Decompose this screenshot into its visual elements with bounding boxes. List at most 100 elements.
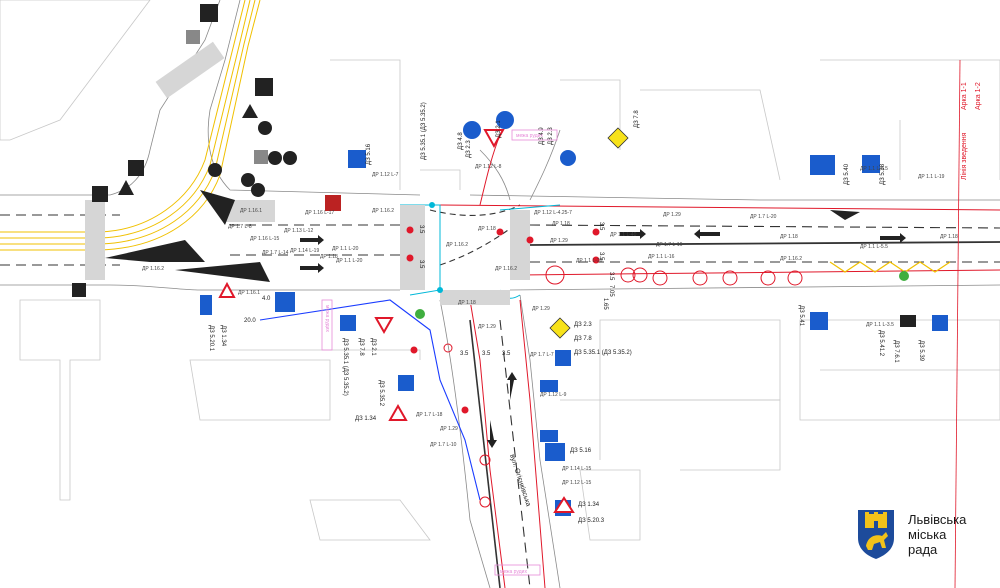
marking-label: ДР 1.1 L-16	[648, 254, 675, 260]
yield-sign	[483, 129, 505, 149]
marking-label: ДР 1.12 L-8	[475, 164, 502, 170]
sign-code: ДЗ 5.35.1 (ДЗ 5.35.2)	[342, 338, 348, 396]
lviv-coat-of-arms-icon	[858, 510, 894, 559]
marking-label: ДР 1.16.2	[446, 242, 468, 248]
sign-code: ДЗ 4.8	[458, 132, 464, 150]
lane-markings	[0, 204, 1000, 588]
direction-sign	[186, 30, 200, 44]
dimension: 3.5	[598, 222, 604, 231]
sign-code: ДЗ 7.8	[358, 338, 364, 356]
marking-label: ДР 1.12 L-9	[540, 392, 567, 398]
lane-direction-sign	[540, 380, 558, 392]
marking-label: ДР 1.16 L-15	[250, 236, 279, 242]
warning-sign	[553, 496, 575, 513]
parking-sign	[932, 315, 948, 331]
marking-label: ДР 1.14 L-15	[562, 466, 591, 472]
logo-line-2: міська	[908, 527, 947, 542]
warning-sign	[242, 104, 258, 118]
marking-label: ДР 1.16.2	[142, 266, 164, 272]
sign-code: ДЗ 1.34	[220, 325, 226, 347]
trees	[443, 265, 803, 508]
direction-sign	[254, 150, 268, 164]
direction-sign	[128, 160, 144, 176]
zebra-crossings	[85, 41, 530, 305]
marking-label: ДР 1.16.1	[240, 208, 262, 214]
marking-label: ДР 1.29	[532, 306, 550, 312]
marking-label: ДР 1.1 L-40	[610, 232, 637, 238]
city-council-logo: Львівська міська рада	[856, 508, 996, 564]
mandatory-direction-sign	[560, 150, 576, 166]
bus-stop-zigzag	[829, 261, 951, 273]
logo-line-1: Львівська	[908, 512, 967, 527]
marking-label: ДР 1.1 L-20	[332, 246, 359, 252]
marking-label: ДР 1.29	[440, 426, 458, 432]
sign-code: ДЗ 7.8	[574, 336, 592, 342]
sign-code: ДЗ 5.38	[880, 163, 886, 185]
lane-direction-sign	[810, 155, 835, 175]
marking-label: ДР 1.18	[478, 226, 496, 232]
sign-code: ДЗ 2.1	[496, 120, 502, 138]
arka-1-2-label: Арка 1-2	[975, 82, 982, 110]
marking-label: ДР 1.7 L-18	[416, 412, 443, 418]
sign-code: ДЗ 7.6.1	[893, 340, 899, 363]
dimension: 3.5	[502, 351, 511, 357]
marking-label: ДР 1.16.2	[780, 256, 802, 262]
marking-label: ДР 1.16 L-17	[305, 210, 334, 216]
crosswalk-sign	[92, 186, 108, 202]
dark-signs	[72, 4, 916, 327]
marking-label: ДР 1.29	[663, 212, 681, 218]
marking-label: ДР 1.18	[940, 234, 958, 240]
marking-label: ДР 1.7 L-10	[430, 442, 457, 448]
sign-code: ДЗ 7.8	[634, 110, 640, 128]
dimension: 1.65	[602, 298, 608, 310]
marking-label: ДР 1.29	[478, 324, 496, 330]
marking-label: ДР 1.1 L-19	[918, 174, 945, 180]
sign-code: ДЗ 1.34	[355, 416, 377, 422]
dimension: 4.0	[262, 296, 271, 302]
no-entry-sign	[251, 183, 265, 197]
dimension: 20.0	[244, 318, 256, 324]
liniia-zvedennia-label: Лінія зведення	[960, 132, 968, 180]
marking-label: ДР 1.18	[552, 221, 570, 227]
marking-label: ДР 1.29	[550, 238, 568, 244]
marking-label: ДР 1.12 L-15	[562, 480, 591, 486]
mandatory-direction-sign	[496, 111, 514, 129]
lane-direction-sign	[200, 295, 212, 315]
dimension: 3.5	[608, 272, 614, 281]
mandatory-direction-sign	[463, 121, 481, 139]
dimension: 3.5	[598, 252, 604, 261]
marking-label: ДР 1.1 L-20	[576, 258, 603, 264]
marking-label: ДР 1.7 L-14	[262, 250, 289, 256]
border-label: межа рудих	[324, 305, 330, 332]
bus-sign	[900, 315, 916, 327]
warning-triangles	[218, 129, 575, 513]
border-label: межа рудих	[516, 133, 543, 139]
marking-label: ДР 1.12 L-7	[372, 172, 399, 178]
sign-code: ДЗ 5.39	[918, 340, 924, 362]
marking-label: ДР 1.18	[320, 254, 338, 260]
warning-sign	[218, 281, 236, 298]
warning-sign	[118, 180, 134, 195]
sign-code: ДЗ 5.35.1 (ДЗ 5.35.2)	[421, 102, 427, 160]
marking-label: ДР 1.7 L-16	[656, 242, 683, 248]
dimension-labels: 3.5 3.5 3.5 3.5 3.5 3.5 3.5 3.5 7.05 1.6…	[244, 222, 614, 357]
marking-label: ДР 1.7 L-7	[530, 352, 554, 358]
red-boundaries	[439, 59, 1000, 588]
marking-label: ДР 1.18	[780, 234, 798, 240]
sign-code: ДЗ 5.41.2	[878, 330, 884, 357]
sign-code: ДЗ 5.16	[366, 143, 372, 165]
marking-label: ДР 1.1 L-3.5	[866, 322, 894, 328]
sign-code: ДЗ 5.16	[570, 448, 592, 454]
blue-route-line	[259, 299, 481, 501]
priority-signs	[549, 127, 629, 339]
sign-code: ДЗ 5.41	[798, 305, 804, 327]
marking-label: ДР 1.7 L-20	[750, 214, 777, 220]
marking-label: ДР 1.14 L-19	[290, 248, 319, 254]
yield-sign	[374, 317, 394, 335]
sign-code: ДЗ 2.3	[466, 140, 472, 158]
marking-label: ДР 1.1 L-5.5	[860, 244, 888, 250]
sign-code: ДЗ 5.40	[844, 163, 850, 185]
dimension: 3.5	[418, 260, 424, 269]
sign-code: ДЗ 2.3	[574, 322, 592, 328]
